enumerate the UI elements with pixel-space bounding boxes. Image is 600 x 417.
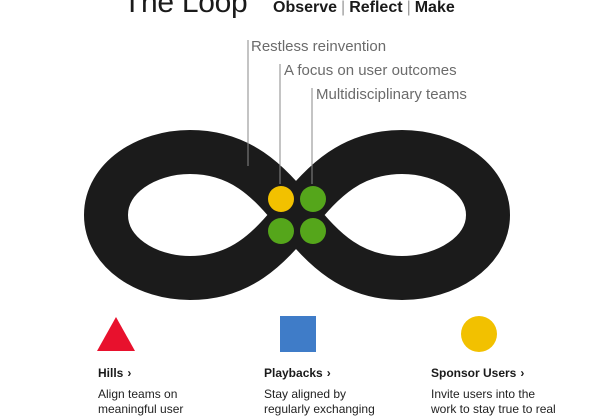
hills-description-line-2: meaningful user	[98, 402, 184, 416]
infinity-loop	[84, 130, 510, 300]
hills-link[interactable]: Hills›	[98, 366, 131, 380]
principle-multidisciplinary-teams: Multidisciplinary teams	[316, 86, 467, 103]
sponsor-users-circle-icon	[461, 316, 497, 352]
sponsor-users-description-line-1: Invite users into the	[431, 387, 536, 401]
phase-separator: |	[406, 0, 411, 16]
playbacks-link[interactable]: Playbacks›	[264, 366, 331, 380]
playbacks-square-icon	[280, 316, 316, 352]
sponsor-users-title: Sponsor Users	[431, 366, 517, 380]
hills-description-line-1: Align teams on	[98, 387, 178, 401]
phase-make: Make	[414, 0, 455, 16]
header: The Loop Observe|Reflect|Make	[0, 0, 600, 18]
principle-restless-reinvention: Restless reinvention	[251, 38, 387, 55]
chevron-right-icon: ›	[326, 366, 331, 380]
principle-dot-green	[268, 218, 294, 244]
playbacks-title: Playbacks	[264, 366, 323, 380]
chevron-right-icon: ›	[520, 366, 525, 380]
playbacks-description-line-1: Stay aligned by	[264, 387, 347, 401]
hills-title: Hills	[98, 366, 124, 380]
sponsor-users-link[interactable]: Sponsor Users›	[431, 366, 524, 380]
chevron-right-icon: ›	[127, 366, 132, 380]
principle-dot-yellow	[268, 186, 294, 212]
playbacks-description-line-2: regularly exchanging	[264, 402, 375, 416]
phase-observe: Observe	[273, 0, 338, 16]
hills-triangle-icon	[97, 317, 135, 351]
principle-user-outcomes: A focus on user outcomes	[284, 62, 457, 79]
principle-dot-green	[300, 218, 326, 244]
principle-dots	[268, 186, 326, 244]
phase-list: Observe|Reflect|Make	[273, 0, 455, 18]
page-title: The Loop	[123, 0, 248, 19]
sponsor-users-description-line-2: work to stay true to real	[431, 402, 556, 416]
phase-separator: |	[341, 0, 346, 16]
phase-reflect: Reflect	[349, 0, 403, 16]
principle-dot-green	[300, 186, 326, 212]
